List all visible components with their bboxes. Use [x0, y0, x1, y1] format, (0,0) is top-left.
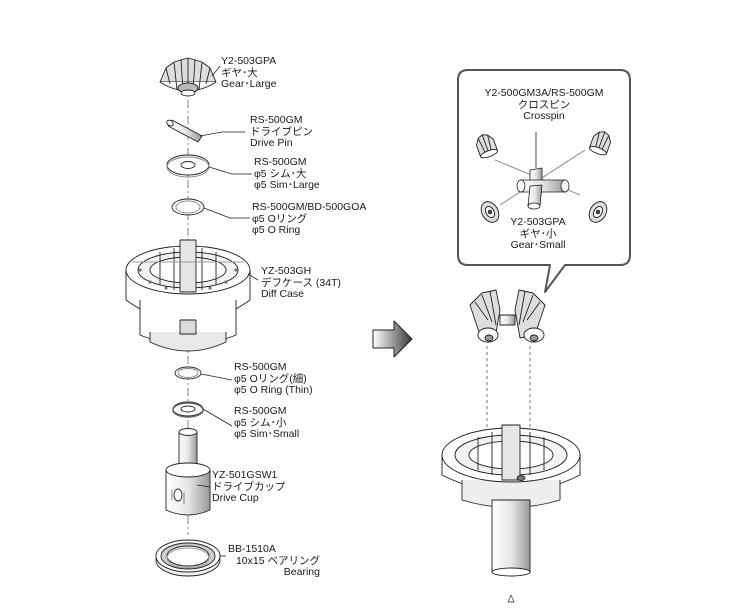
- gear-small-part: [476, 131, 611, 223]
- sim-large-part: [166, 154, 210, 178]
- o-ring-thin-part: [174, 366, 202, 380]
- crosspin-part: [494, 132, 586, 210]
- assembled-gear-cluster: [469, 289, 546, 343]
- diff-case-part: [125, 239, 251, 352]
- sim-small-part: [172, 401, 204, 418]
- gear-large-part: [159, 57, 217, 97]
- bearing-part: [155, 539, 221, 577]
- diff-case-assembled: [441, 424, 581, 603]
- drive-cup-part: [165, 428, 211, 516]
- assembly-arrow-icon: [372, 320, 413, 358]
- drive-pin-part: [166, 119, 203, 143]
- o-ring-part: [171, 198, 205, 216]
